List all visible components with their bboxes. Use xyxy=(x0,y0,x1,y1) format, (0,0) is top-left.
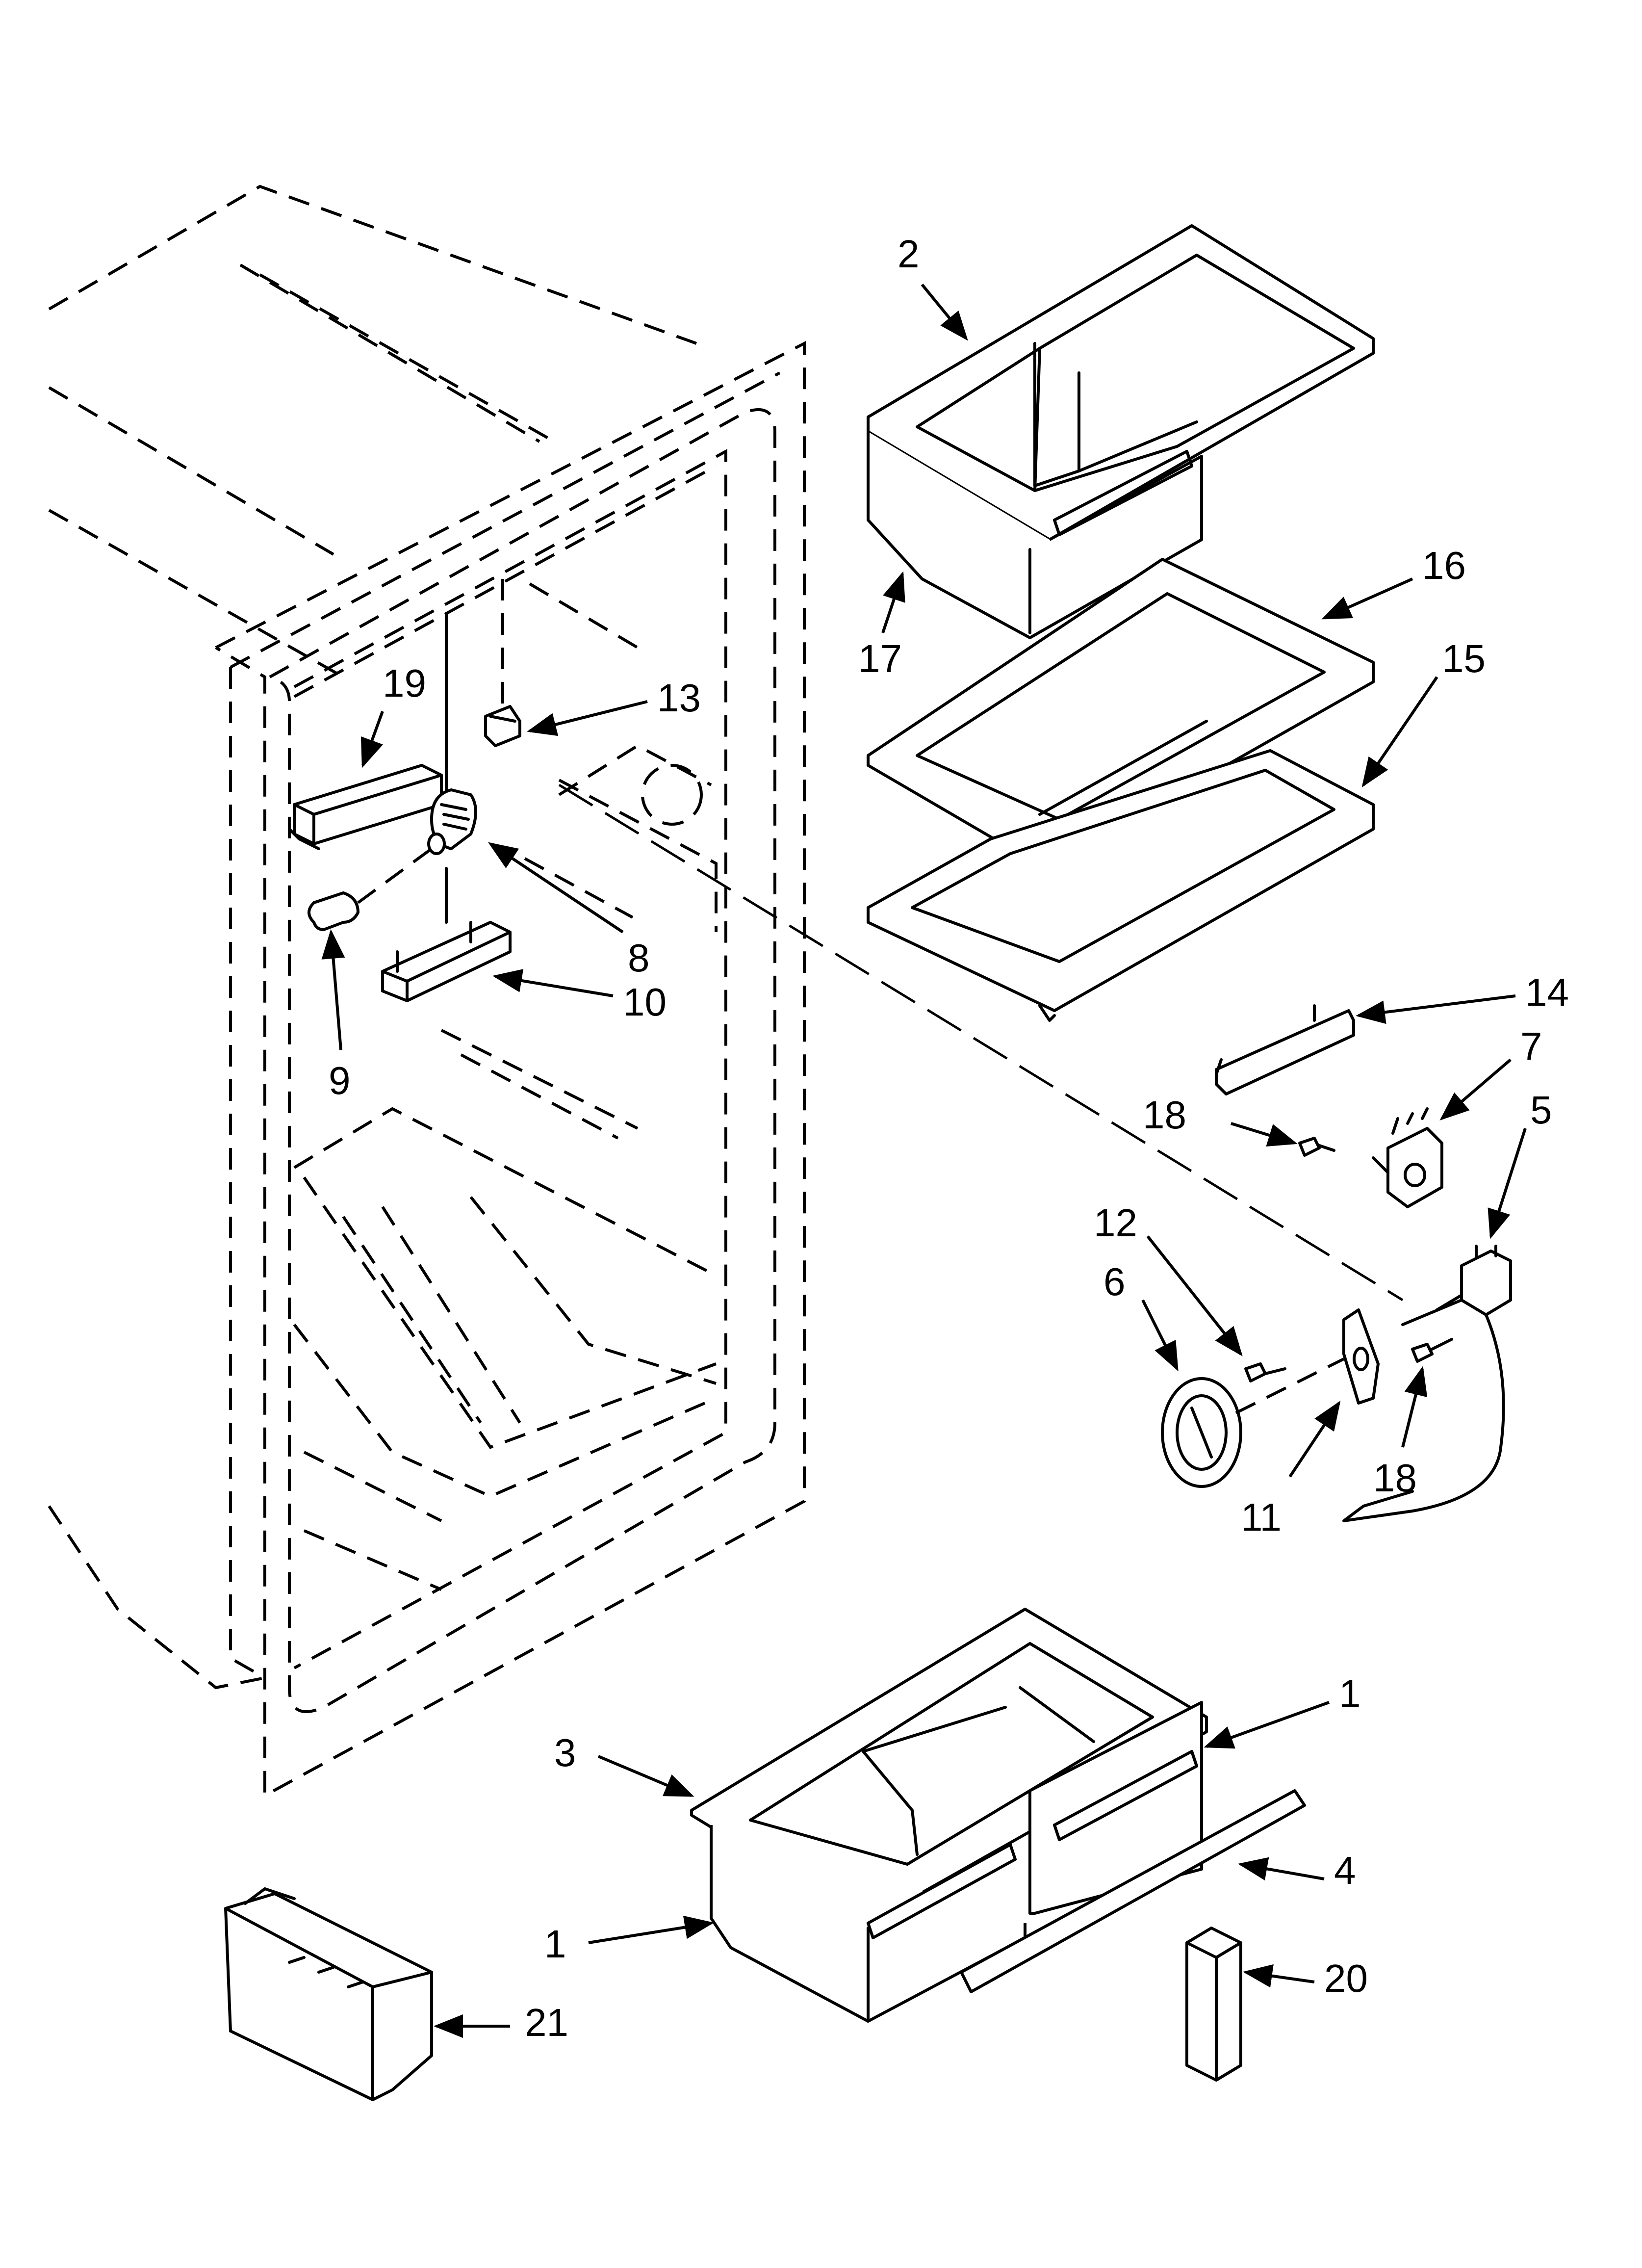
bin-part-21 xyxy=(224,1887,433,2101)
callout-8: 8 xyxy=(628,936,650,980)
callout-18b: 18 xyxy=(1373,1456,1417,1500)
control-part-5 xyxy=(1342,1245,1512,1522)
callout-11: 11 xyxy=(1241,1495,1282,1539)
mounting-plate-part-11 xyxy=(1342,1308,1380,1405)
cabinet-outline xyxy=(48,184,806,1799)
screw-part-18a xyxy=(1298,1137,1335,1157)
callout-19: 19 xyxy=(383,661,426,705)
block-part-20 xyxy=(1185,1927,1242,2082)
callout-18a: 18 xyxy=(1143,1093,1186,1137)
callout-labels: 2 17 16 15 19 13 8 10 9 14 7 18 5 12 6 1… xyxy=(329,232,1569,2044)
control-housing-part-7 xyxy=(1372,1107,1443,1208)
callout-21: 21 xyxy=(525,2001,568,2044)
shelf-frame-part-15 xyxy=(867,749,1375,1022)
callout-1a: 1 xyxy=(1339,1672,1361,1716)
callout-16: 16 xyxy=(1422,544,1466,587)
callout-5: 5 xyxy=(1530,1088,1552,1132)
leader-lines xyxy=(321,284,1527,2038)
upper-bin-part-2 xyxy=(867,224,1375,639)
knob-part-6 xyxy=(1161,1357,1345,1488)
callout-10: 10 xyxy=(623,980,667,1024)
callout-7: 7 xyxy=(1520,1024,1542,1068)
callout-3: 3 xyxy=(554,1731,576,1774)
callout-14: 14 xyxy=(1525,970,1569,1014)
rail-part-4 xyxy=(960,1789,1306,1993)
callout-12: 12 xyxy=(1094,1201,1137,1245)
callout-17: 17 xyxy=(858,637,902,680)
callout-20: 20 xyxy=(1324,1956,1368,2000)
callout-2: 2 xyxy=(898,232,920,276)
callout-4: 4 xyxy=(1334,1849,1356,1892)
sensor-part-13 xyxy=(484,705,521,747)
bracket-part-10 xyxy=(381,867,512,1002)
screw-part-12 xyxy=(1244,1362,1286,1382)
cabinet-to-control-dashline xyxy=(558,783,1404,1302)
callout-9: 9 xyxy=(329,1059,351,1102)
bulb-part-9 xyxy=(308,847,433,931)
lamp-socket-part-8 xyxy=(427,788,477,855)
callout-1b: 1 xyxy=(544,1922,566,1966)
shelf-support-part-14 xyxy=(1215,1004,1355,1095)
screw-part-18b xyxy=(1411,1338,1453,1363)
light-shield-part-19 xyxy=(288,764,443,850)
callout-13: 13 xyxy=(657,676,701,720)
lower-drawer-part-1-3 xyxy=(690,1608,1208,2023)
callout-15: 15 xyxy=(1442,637,1486,680)
callout-6: 6 xyxy=(1103,1260,1126,1303)
